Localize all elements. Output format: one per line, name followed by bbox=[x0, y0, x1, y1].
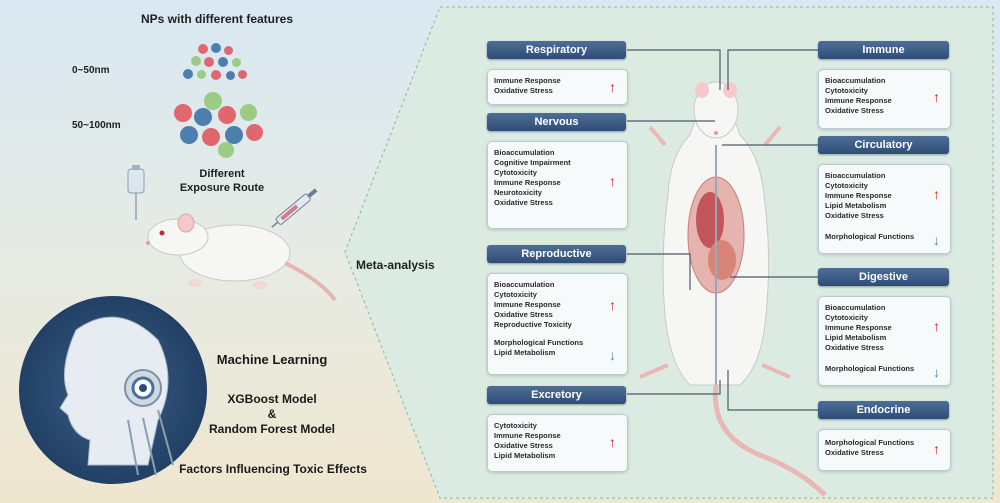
effect-item: Cytotoxicity bbox=[494, 421, 537, 430]
model-random-forest: Random Forest Model bbox=[208, 422, 335, 436]
factors-label: Factors Influencing Toxic Effects bbox=[179, 462, 367, 476]
effect-item: Lipid Metabolism bbox=[494, 348, 556, 357]
rat-illustration-center bbox=[639, 81, 827, 497]
down-arrow-icon: ↓ bbox=[609, 347, 616, 363]
effect-item: Immune Response bbox=[825, 96, 892, 105]
effect-item: Cytotoxicity bbox=[494, 290, 537, 299]
effect-item: Immune Response bbox=[494, 431, 561, 440]
digestive-box: Bioaccumulation Cytotoxicity Immune Resp… bbox=[818, 296, 951, 386]
effect-item: Morphological Functions bbox=[825, 364, 915, 373]
excretory-box: Cytotoxicity Immune Response Oxidative S… bbox=[487, 414, 628, 472]
up-arrow-icon: ↑ bbox=[933, 89, 940, 105]
ml-title: Machine Learning bbox=[216, 352, 328, 367]
effect-item: Immune Response bbox=[494, 76, 561, 85]
nervous-box: Bioaccumulation Cognitive Impairment Cyt… bbox=[487, 141, 628, 229]
size-small-label: 0~50nm bbox=[72, 65, 110, 76]
exposure-label-line1: Different bbox=[199, 168, 245, 180]
effect-item: Morphological Functions bbox=[825, 232, 915, 241]
effect-item: Morphological Functions bbox=[825, 438, 915, 447]
small-np-cluster bbox=[180, 42, 250, 87]
syringe-icon bbox=[271, 188, 318, 228]
meta-analysis-label: Meta-analysis bbox=[356, 258, 435, 272]
effect-item: Cognitive Impairment bbox=[494, 158, 571, 167]
up-arrow-icon: ↑ bbox=[933, 441, 940, 457]
nervous-header: Nervous bbox=[487, 113, 626, 131]
immune-box: Bioaccumulation Cytotoxicity Immune Resp… bbox=[818, 69, 951, 129]
reproductive-header: Reproductive bbox=[487, 245, 626, 263]
effect-item: Neurotoxicity bbox=[494, 188, 542, 197]
effect-item: Lipid Metabolism bbox=[494, 451, 556, 460]
iv-drip-icon bbox=[127, 165, 145, 220]
effect-item: Oxidative Stress bbox=[494, 198, 553, 207]
nps-title: NPs with different features bbox=[140, 12, 294, 26]
effect-item: Bioaccumulation bbox=[825, 76, 886, 85]
effect-item: Bioaccumulation bbox=[494, 148, 555, 157]
reproductive-box: Bioaccumulation Cytotoxicity Immune Resp… bbox=[487, 273, 628, 375]
immune-header: Immune bbox=[818, 41, 949, 59]
model-ampersand: & bbox=[267, 407, 277, 421]
up-arrow-icon: ↑ bbox=[933, 318, 940, 334]
down-arrow-icon: ↓ bbox=[933, 364, 940, 380]
up-arrow-icon: ↑ bbox=[609, 173, 616, 189]
effect-item: Reproductive Toxicity bbox=[494, 320, 572, 329]
exposure-label-line2: Exposure Route bbox=[179, 182, 265, 194]
effect-item: Oxidative Stress bbox=[825, 106, 884, 115]
model-xgboost: XGBoost Model bbox=[227, 392, 317, 406]
respiratory-header: Respiratory bbox=[487, 41, 626, 59]
excretory-header: Excretory bbox=[487, 386, 626, 404]
effect-item: Morphological Functions bbox=[494, 338, 584, 347]
effect-item: Oxidative Stress bbox=[825, 343, 884, 352]
rat-illustration-left bbox=[146, 213, 337, 302]
digestive-header: Digestive bbox=[818, 268, 949, 286]
size-large-label: 50~100nm bbox=[72, 120, 121, 131]
large-np-cluster bbox=[170, 92, 270, 160]
up-arrow-icon: ↑ bbox=[933, 186, 940, 202]
respiratory-box: Immune Response Oxidative Stress ↑ bbox=[487, 69, 628, 105]
effect-item: Lipid Metabolism bbox=[825, 201, 887, 210]
effect-item: Oxidative Stress bbox=[494, 86, 553, 95]
effect-item: Lipid Metabolism bbox=[825, 333, 887, 342]
effect-item: Cytotoxicity bbox=[825, 313, 868, 322]
effect-item: Oxidative Stress bbox=[825, 448, 884, 457]
effect-item: Oxidative Stress bbox=[494, 310, 553, 319]
circulatory-header: Circulatory bbox=[818, 136, 949, 154]
ai-head-illustration bbox=[19, 296, 207, 484]
up-arrow-icon: ↑ bbox=[609, 297, 616, 313]
effect-item: Oxidative Stress bbox=[494, 441, 553, 450]
effect-item: Cytotoxicity bbox=[825, 86, 868, 95]
down-arrow-icon: ↓ bbox=[933, 232, 940, 248]
effect-item: Oxidative Stress bbox=[825, 211, 884, 220]
effect-item: Bioaccumulation bbox=[494, 280, 555, 289]
up-arrow-icon: ↑ bbox=[609, 79, 616, 95]
effect-item: Cytotoxicity bbox=[494, 168, 537, 177]
effect-item: Bioaccumulation bbox=[825, 171, 886, 180]
circulatory-box: Bioaccumulation Cytotoxicity Immune Resp… bbox=[818, 164, 951, 254]
effect-item: Immune Response bbox=[494, 178, 561, 187]
endocrine-box: Morphological Functions Oxidative Stress… bbox=[818, 429, 951, 471]
endocrine-header: Endocrine bbox=[818, 401, 949, 419]
effect-item: Bioaccumulation bbox=[825, 303, 886, 312]
effect-item: Immune Response bbox=[825, 323, 892, 332]
effect-item: Immune Response bbox=[494, 300, 561, 309]
effect-item: Cytotoxicity bbox=[825, 181, 868, 190]
up-arrow-icon: ↑ bbox=[609, 434, 616, 450]
effect-item: Immune Response bbox=[825, 191, 892, 200]
